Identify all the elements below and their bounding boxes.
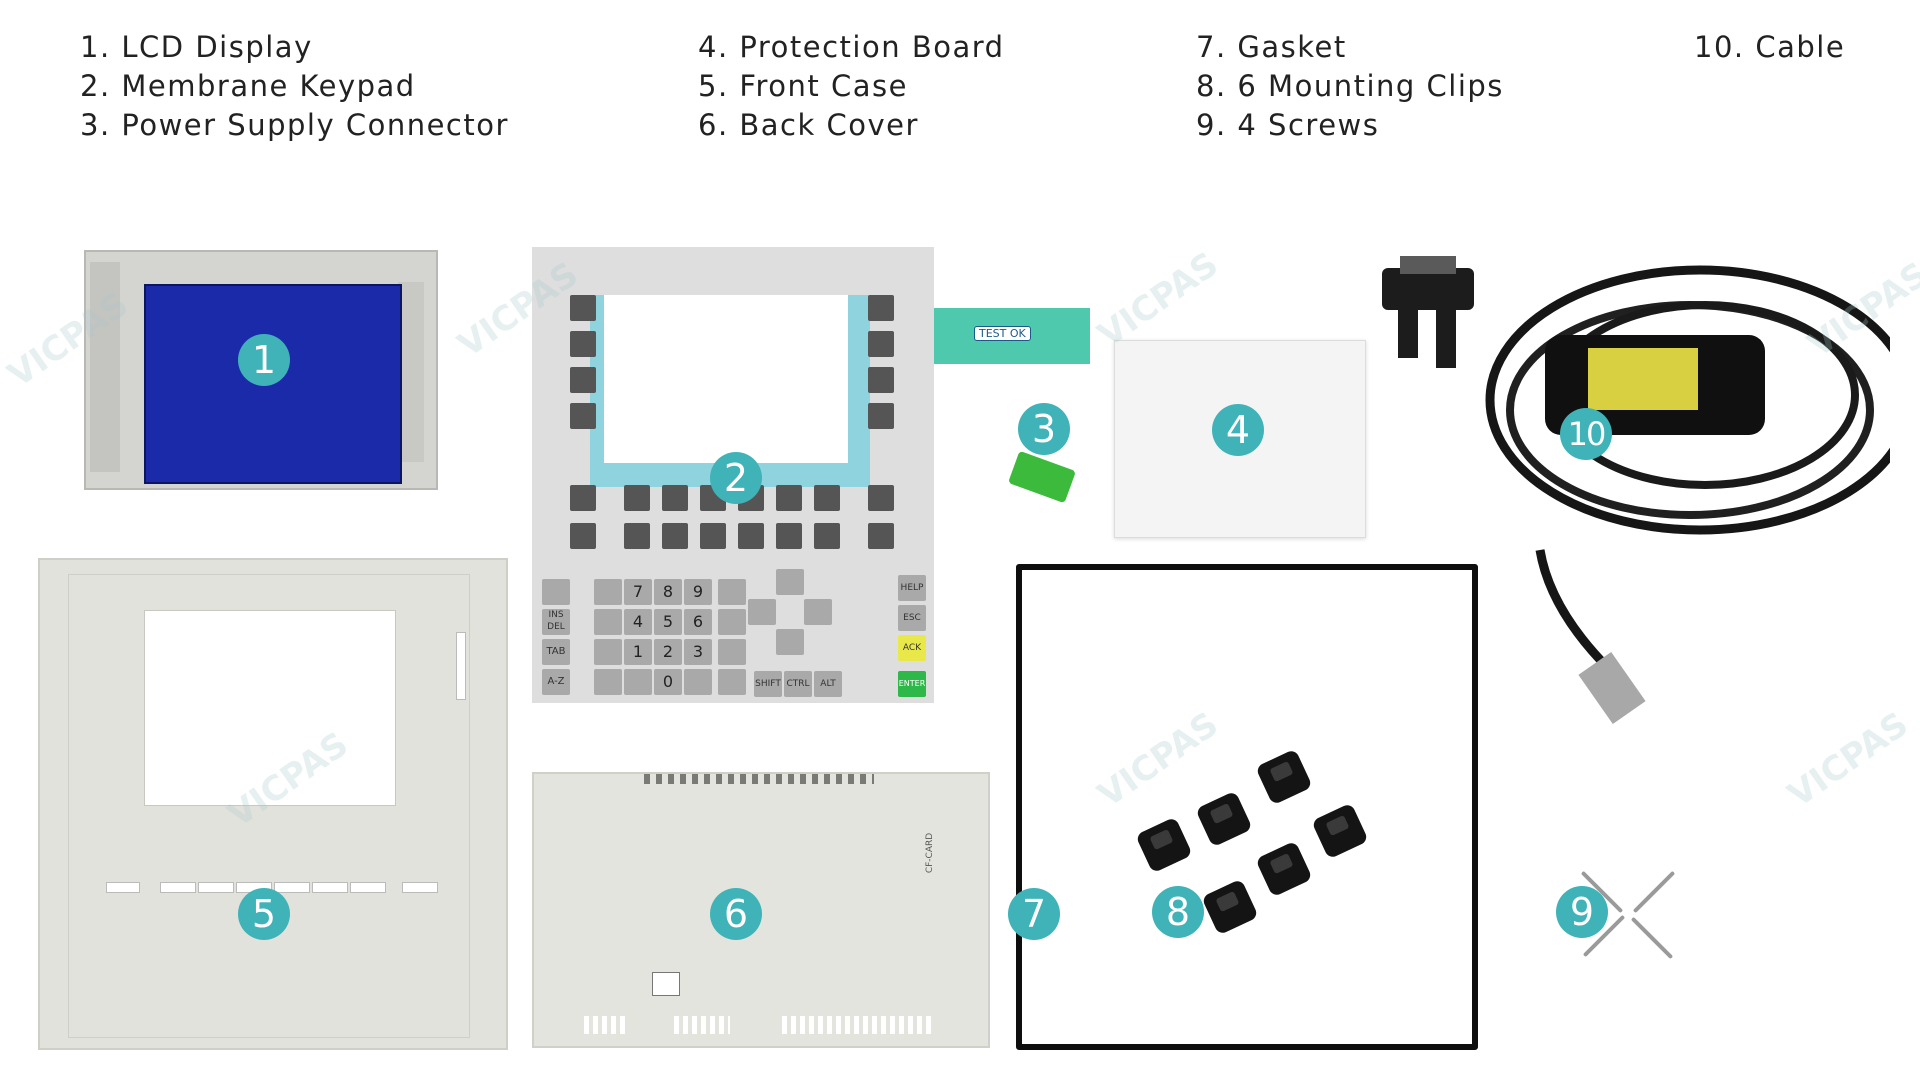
legend-item: 9. 4 Screws — [1196, 108, 1380, 142]
digit-key: 9 — [684, 579, 712, 605]
power-supply-connector — [1007, 450, 1077, 504]
watermark: VICPAS — [1090, 244, 1226, 356]
legend-item: 10. Cable — [1694, 30, 1846, 64]
ribbon-test-label: TEST OK — [974, 326, 1031, 341]
ack-key: ACK — [898, 635, 926, 661]
badge-7: 7 — [1008, 888, 1060, 940]
legend-column-3: 7. Gasket 8. 6 Mounting Clips 9. 4 Screw… — [1196, 28, 1504, 145]
tab-key: TAB — [542, 639, 570, 665]
legend-item: 7. Gasket — [1196, 30, 1347, 64]
a-z-key: A-Z — [542, 669, 570, 695]
legend-column-4: 10. Cable — [1694, 28, 1845, 67]
digit-key: 3 — [684, 639, 712, 665]
badge-8: 8 — [1152, 886, 1204, 938]
legend-column-1: 1. LCD Display 2. Membrane Keypad 3. Pow… — [80, 28, 509, 145]
gasket — [1016, 564, 1478, 1050]
legend-item: 1. LCD Display — [80, 30, 313, 64]
legend-item: 3. Power Supply Connector — [80, 108, 509, 142]
cf-card-label: CF-CARD — [925, 832, 936, 874]
keypad-window-frame — [590, 295, 870, 487]
badge-2: 2 — [710, 452, 762, 504]
digit-key: 6 — [684, 609, 712, 635]
legend-item: 8. 6 Mounting Clips — [1196, 69, 1504, 103]
front-case — [38, 558, 508, 1050]
badge-6: 6 — [710, 888, 762, 940]
shift-key: SHIFT — [754, 671, 782, 697]
screw — [1630, 916, 1674, 960]
legend-item: 4. Protection Board — [698, 30, 1005, 64]
digit-key: 4 — [624, 609, 652, 635]
alt-key: ALT — [814, 671, 842, 697]
ctrl-key: CTRL — [784, 671, 812, 697]
usb-cable — [1382, 256, 1890, 725]
digit-key: 2 — [654, 639, 682, 665]
help-key: HELP — [898, 575, 926, 601]
digit-key: 5 — [654, 609, 682, 635]
badge-10: 10 — [1560, 408, 1612, 460]
legend-item: 5. Front Case — [698, 69, 908, 103]
esc-key: ESC — [898, 605, 926, 631]
badge-3: 3 — [1018, 403, 1070, 455]
legend-item: 2. Membrane Keypad — [80, 69, 416, 103]
digit-key: 1 — [624, 639, 652, 665]
digit-key: 0 — [654, 669, 682, 695]
badge-4: 4 — [1212, 404, 1264, 456]
front-case-window — [144, 610, 396, 806]
badge-1: 1 — [238, 334, 290, 386]
legend-column-2: 4. Protection Board 5. Front Case 6. Bac… — [698, 28, 1005, 145]
keypad-ribbon-cable: TEST OK — [934, 308, 1090, 364]
legend-item: 6. Back Cover — [698, 108, 919, 142]
lcd-display — [84, 250, 438, 490]
ins-del-key: INS DEL — [542, 609, 570, 635]
digit-key: 8 — [654, 579, 682, 605]
badge-5: 5 — [238, 888, 290, 940]
enter-key: ENTER — [898, 671, 926, 697]
screw — [1632, 870, 1676, 914]
badge-9: 9 — [1556, 886, 1608, 938]
digit-key: 7 — [624, 579, 652, 605]
